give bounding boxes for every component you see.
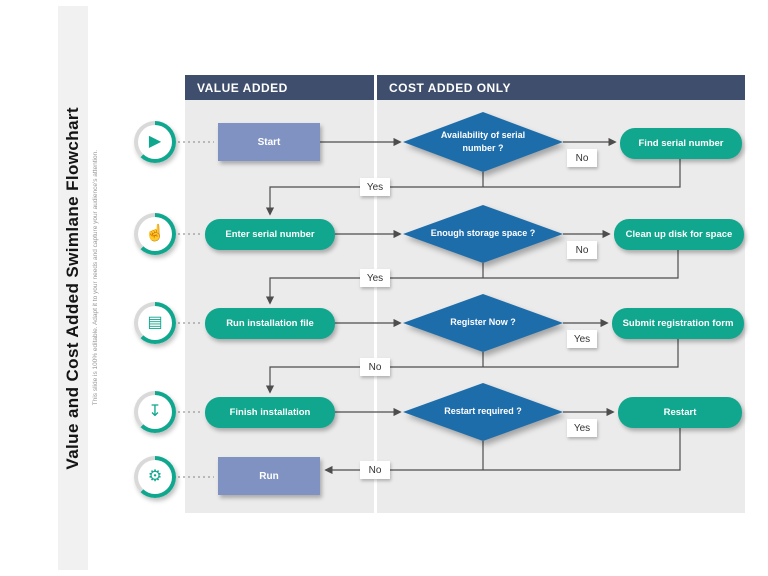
- editable-note: This slide is 100% editable. Adapt it to…: [92, 150, 99, 406]
- slide-title: Value and Cost Added Swimlane Flowchart: [63, 106, 82, 470]
- node-run: Run: [218, 457, 320, 495]
- node-clean-up-disk: Clean up disk for space: [614, 219, 744, 250]
- lane-header-value-added: VALUE ADDED: [185, 75, 374, 100]
- play-icon: ▶: [134, 121, 176, 163]
- node-restart: Restart: [618, 397, 742, 428]
- decision-enough-storage: Enough storage space ?: [403, 205, 563, 263]
- lane-header-label: VALUE ADDED: [197, 80, 288, 95]
- decision-availability-serial: Availability of serial number ?: [403, 112, 563, 172]
- node-run-installation-file: Run installation file: [205, 308, 335, 339]
- installer-window-icon: ▤: [134, 302, 176, 344]
- edge-label-yes: Yes: [567, 419, 597, 437]
- edge-label-no: No: [360, 358, 390, 376]
- edge-label-yes: Yes: [360, 178, 390, 196]
- node-submit-registration-form: Submit registration form: [612, 308, 744, 339]
- node-enter-serial-number: Enter serial number: [205, 219, 335, 250]
- edge-label-yes: Yes: [567, 330, 597, 348]
- node-start: Start: [218, 123, 320, 161]
- decision-register-now: Register Now ?: [403, 294, 563, 352]
- download-finish-icon: ↧: [134, 391, 176, 433]
- lane-body-value-added: [185, 100, 374, 513]
- title-band: Value and Cost Added Swimlane Flowchart: [58, 6, 88, 570]
- decision-restart-required: Restart required ?: [403, 383, 563, 441]
- edge-label-no: No: [567, 241, 597, 259]
- node-find-serial-number: Find serial number: [620, 128, 742, 159]
- hand-click-icon: ☝: [134, 213, 176, 255]
- edge-label-no: No: [360, 461, 390, 479]
- gear-run-icon: ⚙: [134, 456, 176, 498]
- node-finish-installation: Finish installation: [205, 397, 335, 428]
- lane-header-cost-added-only: COST ADDED ONLY: [377, 75, 745, 100]
- edge-label-yes: Yes: [360, 269, 390, 287]
- edge-label-no: No: [567, 149, 597, 167]
- lane-header-label: COST ADDED ONLY: [389, 80, 511, 95]
